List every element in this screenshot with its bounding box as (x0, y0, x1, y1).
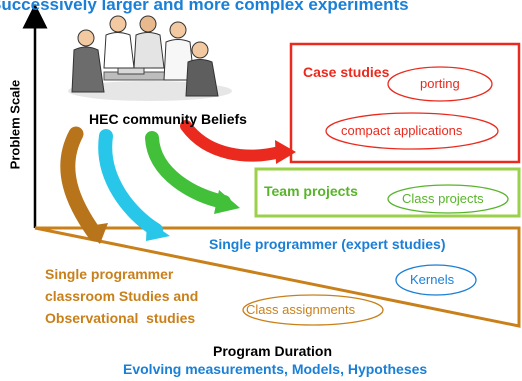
cloud-class-assignments-label: Class assignments (246, 302, 356, 317)
cloud-compact-applications (325, 112, 499, 150)
classroom-line-3: Observational studies (45, 310, 196, 326)
case-studies-label: Case studies (303, 64, 390, 80)
beliefs-label: HEC community Beliefs (89, 111, 247, 127)
case-studies-box (289, 42, 521, 164)
y-axis-label: Problem Scale (7, 79, 23, 170)
red-arrow (180, 120, 286, 162)
red-arrowhead (275, 140, 296, 164)
cloud-class-projects (387, 184, 509, 214)
classroom-line-1: Single programmer (45, 266, 174, 282)
single-programmer-wedge (34, 226, 521, 328)
green-arrowhead (214, 190, 240, 214)
cloud-kernels-label: Kernels (410, 272, 455, 287)
team-projects-box (254, 167, 521, 218)
people-group-illustration (68, 15, 232, 101)
green-arrow (145, 131, 231, 209)
footer-caption: Evolving measurements, Models, Hypothese… (123, 361, 428, 377)
classroom-line-2: classroom Studies and (45, 288, 199, 304)
single-expert-label: Single programmer (expert studies) (209, 236, 446, 252)
diagram-title: Successively larger and more complex exp… (0, 0, 409, 14)
cloud-compact-applications-label: compact applications (341, 123, 463, 138)
x-axis-label: Program Duration (213, 343, 333, 359)
cloud-porting (387, 66, 493, 102)
orange-arrow (60, 126, 103, 242)
cloud-class-assignments (242, 294, 384, 326)
cloud-kernels (395, 264, 477, 296)
team-projects-label: Team projects (264, 183, 358, 199)
cloud-class-projects-label: Class projects (402, 191, 484, 206)
orange-arrowhead (82, 223, 108, 244)
cloud-porting-label: porting (420, 76, 460, 91)
cyan-arrowhead (146, 220, 170, 241)
